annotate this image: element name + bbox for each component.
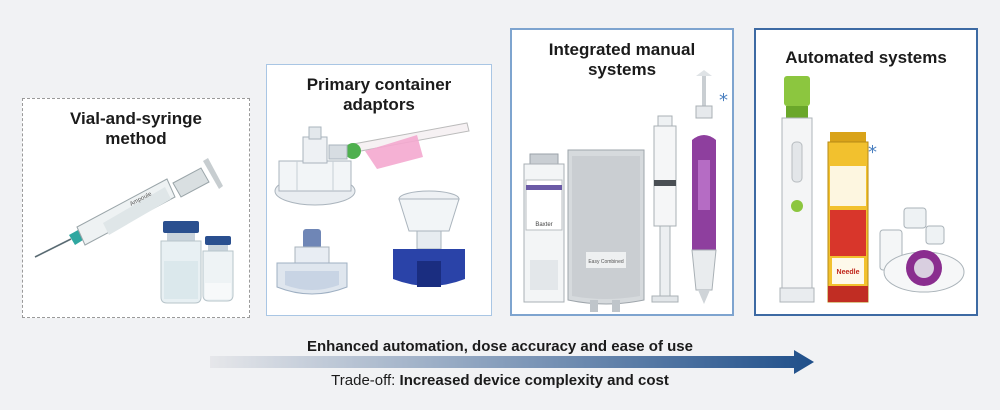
purple-reconstitution-pen-icon (691, 70, 717, 304)
gradient-arrow-icon (210, 350, 814, 374)
tradeoff-prefix: Trade-off: (331, 372, 400, 389)
tradeoff-caption: Trade-off: Increased device complexity a… (0, 372, 1000, 389)
iv-bag-icon: Easy Combined (567, 149, 645, 312)
panel-title-vial-and-syringe: Vial-and-syringe method (70, 109, 202, 148)
large-vial-icon (160, 221, 202, 304)
clear-vial-adaptor-icon (274, 126, 356, 206)
blue-base-adaptor-icon (393, 190, 465, 287)
autoinjector-label-text: Needle (837, 269, 860, 276)
progression-arrow (210, 350, 814, 378)
automated-systems-illustration: Needle * (779, 76, 965, 303)
autoinjector-pen-icon (779, 76, 815, 303)
blue-tip-adaptor-icon (276, 229, 348, 295)
tradeoff-text: Increased device complexity and cost (399, 372, 669, 389)
panel-primary-container-adaptors: Primary container adaptors (266, 64, 492, 316)
vial-brand-text: Baxter (535, 222, 552, 228)
bag-label-text: Easy Combined (588, 259, 624, 265)
small-vial-icon (202, 236, 234, 302)
vial-transfer-device-icon (879, 207, 965, 293)
panel-automated-systems: Automated systems Needle * (754, 28, 978, 316)
adaptors-illustration (274, 122, 470, 295)
asterisk-automated: * (868, 142, 877, 163)
panel-title-primary-container-adaptors: Primary container adaptors (306, 75, 452, 114)
yellow-red-autoinjector-icon: Needle (827, 132, 869, 303)
panel-title-automated-systems: Automated systems (785, 48, 947, 67)
panel-integrated-manual-systems: Integrated manual systems Baxter Easy Co… (510, 28, 734, 316)
panel-title-integrated-manual-systems: Integrated manual systems (548, 40, 696, 79)
safety-needle-icon (328, 122, 470, 169)
asterisk-integrated-manual: * (719, 90, 728, 111)
arrow-label: Enhanced automation, dose accuracy and e… (307, 338, 693, 355)
panel-vial-and-syringe: Vial-and-syringe method Ampoule (22, 98, 250, 318)
integrated-manual-illustration: Baxter Easy Combined (523, 70, 728, 312)
labeled-vial-icon: Baxter (523, 153, 565, 303)
vial-and-syringe-illustration: Ampoule (34, 158, 234, 304)
syringe-icon: Ampoule (34, 158, 223, 258)
dual-chamber-syringe-icon (651, 115, 679, 303)
